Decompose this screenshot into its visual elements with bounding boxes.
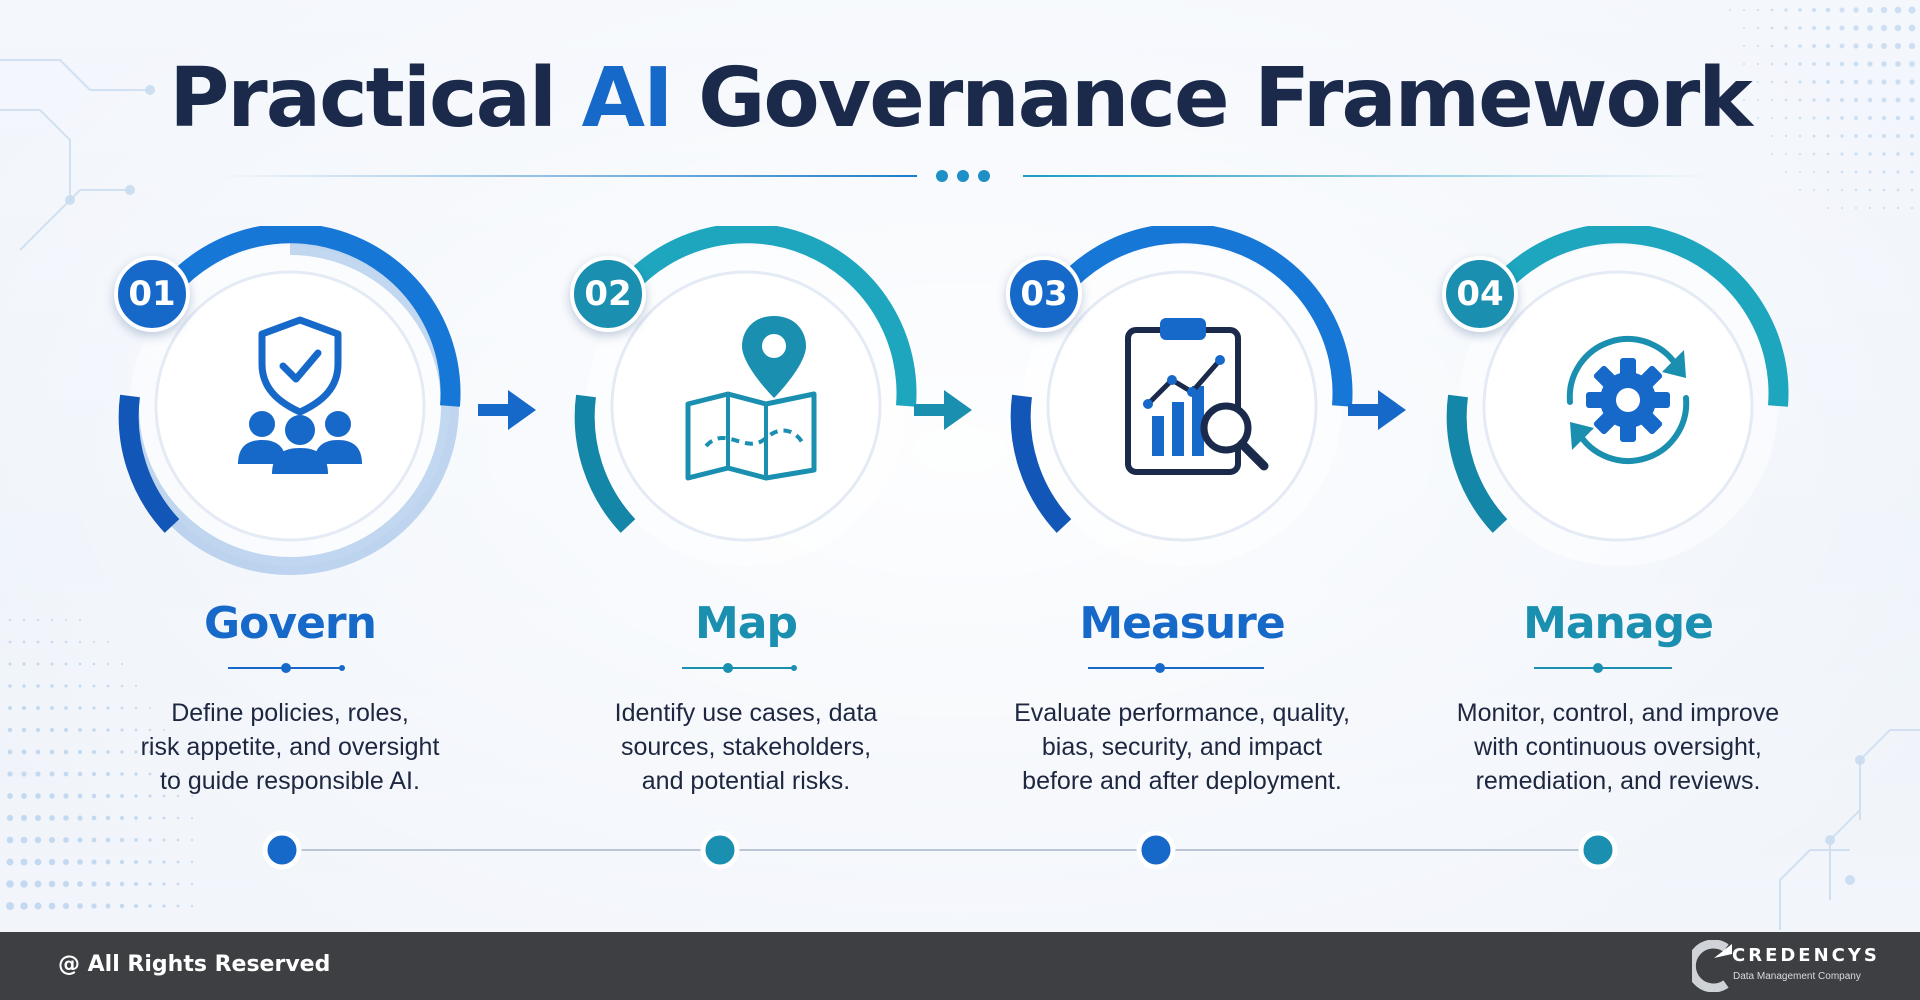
step-govern: 01 Govern Define policies, roles, risk a… xyxy=(110,226,470,826)
title-part-1: Practical xyxy=(169,51,582,146)
footer-bar: @ All Rights Reserved CREDENCYS Data Man… xyxy=(0,932,1920,1000)
description-line: Define policies, roles, xyxy=(171,699,409,727)
title-accent: AI xyxy=(581,51,674,146)
step-description: Define policies, roles, risk appetite, a… xyxy=(120,696,460,798)
step-manage: 04 Manage Monitor, co xyxy=(1438,226,1798,826)
brand-name: CREDENCYS xyxy=(1732,945,1880,966)
divider-line-left xyxy=(220,175,917,177)
shield-team-icon xyxy=(238,316,362,474)
step-number-badge: 02 xyxy=(570,256,646,332)
step-ring xyxy=(574,226,917,566)
step-underline xyxy=(1534,663,1672,673)
title-part-2: Governance Framework xyxy=(671,51,1753,146)
step-underline xyxy=(228,663,345,673)
step-description: Evaluate performance, quality, bias, sec… xyxy=(1012,696,1352,798)
step-number-badge: 03 xyxy=(1006,256,1082,332)
step-underline xyxy=(1088,663,1264,673)
step-number-badge: 04 xyxy=(1442,256,1518,332)
timeline-node xyxy=(1136,830,1176,870)
description-line: to guide responsible AI. xyxy=(160,767,420,795)
step-name: Govern xyxy=(204,598,377,649)
step-measure: 03 Measure Evaluate performance, quality… xyxy=(1002,226,1362,826)
step-name: Measure xyxy=(1079,598,1285,649)
description-line: Identify use cases, data xyxy=(614,699,878,727)
description-line: Evaluate performance, quality, xyxy=(1014,699,1350,727)
description-line: bias, security, and impact xyxy=(1041,733,1323,761)
timeline xyxy=(262,830,1618,870)
description-line: with continuous oversight, xyxy=(1474,733,1762,761)
map-pin-icon xyxy=(685,316,817,481)
description-line: before and after deployment. xyxy=(1022,767,1342,795)
step-name: Map xyxy=(695,598,798,649)
title-divider xyxy=(0,170,1920,182)
arrow-right-icon xyxy=(914,390,972,430)
timeline-node xyxy=(262,830,302,870)
divider-dot xyxy=(936,170,948,182)
description-line: and potential risks. xyxy=(641,767,851,795)
step-map: 02 Map Identify use cases, data sources,… xyxy=(566,226,926,826)
divider-dot xyxy=(978,170,990,182)
divider-line-right xyxy=(1023,175,1713,177)
step-name: Manage xyxy=(1523,598,1714,649)
rights-text: @ All Rights Reserved xyxy=(58,952,331,977)
step-description: Monitor, control, and improve with conti… xyxy=(1448,696,1788,798)
timeline-node xyxy=(1578,830,1618,870)
step-number-badge: 01 xyxy=(114,256,190,332)
step-underline xyxy=(682,663,797,673)
gear-cycle-icon xyxy=(1566,336,1690,464)
clipboard-chart-icon xyxy=(1125,318,1269,475)
brand-tagline: Data Management Company xyxy=(1733,971,1861,982)
page-title: Practical AI Governance Framework xyxy=(0,44,1920,154)
timeline-node xyxy=(700,830,740,870)
arrow-right-icon xyxy=(478,390,536,430)
step-description: Identify use cases, data sources, stakeh… xyxy=(576,696,916,798)
description-line: sources, stakeholders, xyxy=(620,733,872,761)
divider-dot xyxy=(957,170,969,182)
description-line: risk appetite, and oversight xyxy=(140,733,440,761)
description-line: remediation, and reviews. xyxy=(1475,767,1761,795)
description-line: Monitor, control, and improve xyxy=(1456,699,1780,727)
arrow-right-icon xyxy=(1348,390,1406,430)
credencys-logo-icon xyxy=(1692,940,1732,992)
